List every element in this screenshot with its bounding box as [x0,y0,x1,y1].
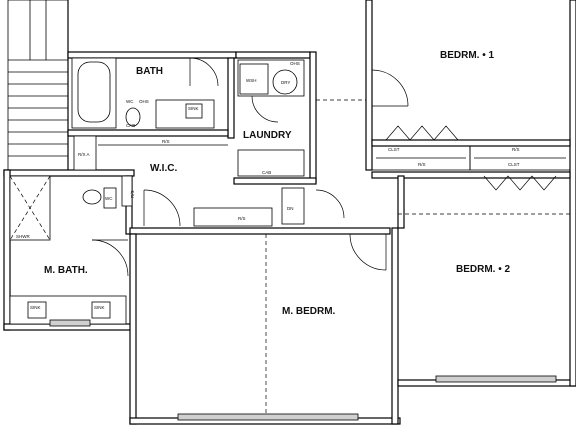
wall-mbedrm-right [391,227,399,425]
staircase [7,0,69,176]
room-bedrm-2: BEDRM. • 2 [456,264,511,275]
wall-mbedrm-top [129,227,391,235]
room-laundry: LAUNDRY [243,130,292,141]
clst-1-label: CLST [388,147,400,152]
wall-laundry-right [309,51,317,183]
mbath-door-swing[interactable] [91,239,129,277]
room-wic: W.I.C. [150,163,177,174]
rs-vertical-label: R/S [130,190,135,198]
mbath-sink-1 [27,301,47,319]
sink-label: SINK [188,106,199,111]
cab-label: CAB [262,170,271,175]
ohs2-label: OHS [290,61,300,66]
bedrm1-door-swing[interactable] [371,69,409,107]
wall-bedrm1-bottom [371,139,571,147]
m-bath-window [49,319,91,327]
wall-right [569,0,576,387]
wall-bedrm1-left [365,0,373,171]
wall-bedrm2-top [371,171,571,179]
wc-label: WC [126,99,134,104]
room-bedrm-1: BEDRM. • 1 [440,50,495,61]
wall-bath-bottom [67,129,229,137]
dryer [272,69,298,95]
rs-wic-label: R/S [162,139,170,144]
wall-hall-right [397,175,405,229]
wall-top-bath [67,51,237,59]
wc2-label: WC [105,196,113,201]
bath-vanity [155,99,215,129]
closet-bedrm2 [469,145,571,171]
rs-lower-label: R/S [238,216,246,221]
wall-mbath-top [3,169,135,177]
wall-mbath-left [3,169,11,331]
ohs-label: OHS [139,99,149,104]
m-bedrm-window [177,413,359,421]
bathtub [71,57,117,129]
linen-closet [73,135,97,171]
room-bath: BATH [136,66,163,77]
bath-sink [185,103,203,119]
bath-door-swing[interactable] [189,57,219,87]
mbath-sink-2 [91,301,111,319]
room-m-bath: M. BATH. [44,265,88,276]
wall-bath-laundry [227,57,235,139]
dry-label: DRY [281,80,290,85]
rs-b2-label: R/S [512,147,520,152]
m-bedrm-door-swing[interactable] [349,233,387,271]
wall-laundry-bottom [233,177,317,185]
clst-2-label: CLST [508,162,520,167]
sink-m2-label: SINK [94,305,105,310]
rxa-label: R/X A [78,152,90,157]
washer [239,63,269,95]
dn-label: DN [287,206,294,211]
shwr-label: SHWR [16,234,30,239]
rs-b1-label: R/S [418,162,426,167]
bifold-door-bedrm1[interactable] [385,125,459,141]
cab-small-label: CAB [126,123,135,128]
wash-label: WSH [246,78,257,83]
bedrm2-window [435,375,557,383]
laundry-door-swing[interactable] [251,95,279,123]
sink-m1-label: SINK [30,305,41,310]
toilet-mbath-icon [82,189,102,205]
dn-stair [281,187,305,225]
wall-mbedrm-left [129,233,137,425]
toilet-icon [125,107,141,127]
bifold-door-bedrm2[interactable] [483,175,557,191]
wic-door-swing[interactable] [143,189,181,227]
wall-top-laundry [235,51,311,59]
room-m-bedrm: M. BEDRM. [282,306,336,317]
